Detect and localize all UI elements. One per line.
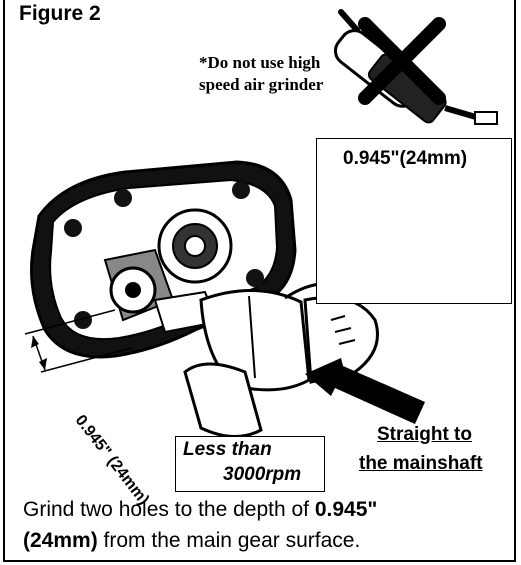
direction-line-1: Straight to	[377, 424, 472, 445]
inset-dimension-label: 0.945"(24mm)	[343, 148, 468, 169]
rpm-line-1: Less than	[183, 439, 272, 460]
figure-frame: Figure 2 *Do not use high speed air grin…	[3, 0, 516, 562]
rpm-line-2: 3000rpm	[223, 464, 302, 485]
caption-text-2: from the main gear surface.	[97, 529, 361, 552]
figure-title: Figure 2	[19, 2, 101, 25]
warning-line-1: *Do not use high	[199, 53, 321, 72]
prohibited-x-icon	[358, 17, 446, 105]
caption-text-1: Grind two holes to the depth of	[23, 498, 315, 521]
inset-detail-box	[316, 138, 512, 304]
warning-line-2: speed air grinder	[199, 75, 324, 94]
figure-caption: Grind two holes to the depth of 0.945" (2…	[23, 494, 513, 556]
drill-icon	[153, 282, 379, 439]
rpm-callout-box	[175, 436, 325, 492]
warning-note: *Do not use high speed air grinder	[199, 52, 369, 96]
direction-line-2: the mainshaft	[359, 453, 483, 474]
caption-depth-mm: (24mm)	[23, 529, 98, 552]
caption-depth-inches: 0.945"	[314, 498, 378, 521]
direction-arrow-icon	[305, 358, 425, 424]
